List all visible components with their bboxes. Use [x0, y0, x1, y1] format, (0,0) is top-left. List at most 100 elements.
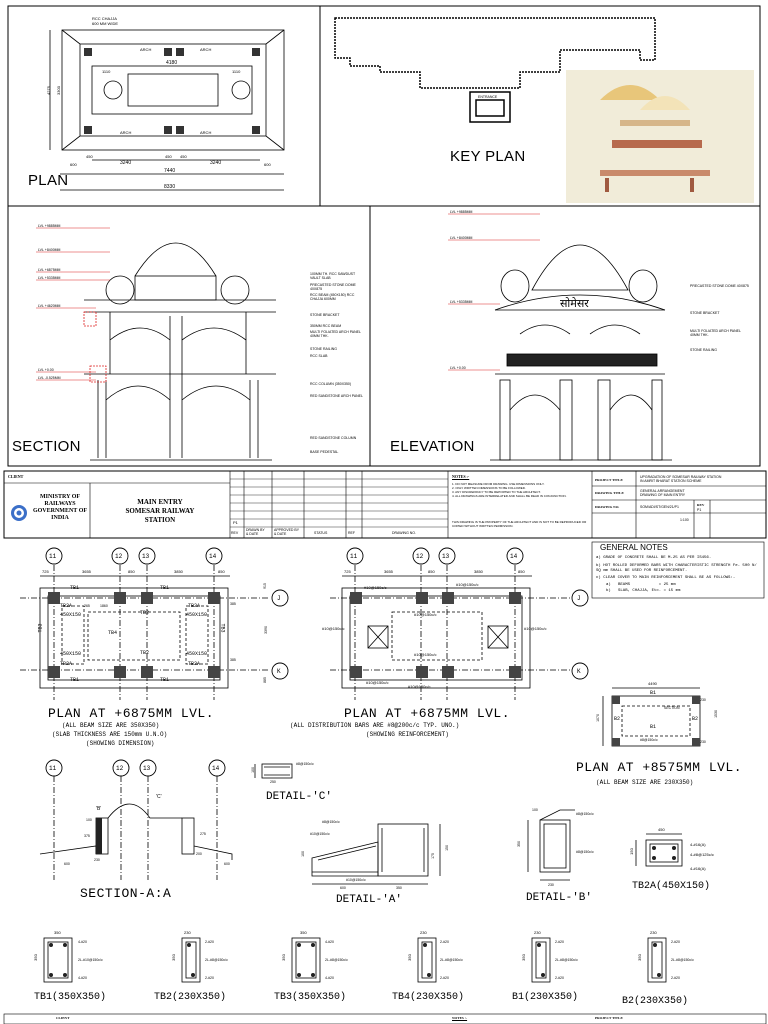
drawing-no: SOM/ADI/ST/GEN/21/P1: [640, 505, 679, 509]
plan3-title: PLAN AT +8575MM LVL.: [576, 760, 743, 775]
dim-label: 1530: [713, 710, 718, 718]
level-label: LVL +8400MM: [450, 236, 473, 240]
dim-label: 3655: [82, 569, 91, 574]
beam-tag: B2: [614, 716, 621, 722]
bar-callout: 2-#20: [440, 976, 449, 980]
dim-label: 350: [636, 954, 642, 961]
beam-tag: TB3: [219, 623, 226, 633]
plan2-grid-bubbles: [346, 547, 589, 680]
grid-label: 13: [142, 553, 150, 560]
bar-callout: #10@150c/c: [322, 626, 345, 631]
bar-callout: #10@150c/c: [346, 878, 366, 882]
detail-b-title: DETAIL-'B': [526, 892, 593, 904]
footer-notes-label: NOTES :-: [452, 1016, 468, 1020]
beam-tag: TB1: [70, 585, 80, 591]
bar-callout: #10@150c/c: [310, 832, 330, 836]
dim-label: 600: [64, 862, 70, 866]
dim-label: 850: [428, 569, 435, 574]
drawing-title: GENERAL ARRANGEMENT DRAWING OF MAIN ENTR…: [640, 489, 686, 497]
section-aa-title: SECTION-A:A: [80, 886, 172, 901]
bar-callout: 4-#20: [78, 976, 87, 980]
dim-label: 265: [84, 604, 90, 608]
plan1-title: PLAN AT +6875MM LVL.: [48, 706, 215, 721]
detail-b-drawing: [527, 809, 575, 881]
grid-row-label: J: [577, 595, 581, 602]
dim-label: 350: [396, 886, 402, 890]
rev-col: REF: [348, 531, 355, 535]
section-title: TB1(350X350): [34, 992, 107, 1003]
grid-row-label: K: [277, 668, 281, 675]
dim-label: 350: [32, 954, 38, 961]
rev-col: STATUS: [314, 531, 328, 535]
dim-label: 600: [224, 862, 230, 866]
section-aa-drawing: [39, 776, 233, 880]
general-note: a) GRADE OF CONCRETE SHALL BE M-25 AS PE…: [596, 556, 712, 560]
dim-label: 150: [628, 848, 634, 855]
dim-label: 100: [300, 851, 305, 857]
grid-label: 13: [143, 765, 151, 772]
beam-tag: TB2A: [60, 603, 73, 609]
dim-label: 725: [344, 569, 351, 574]
section-title: SECTION: [12, 438, 81, 455]
detail-mark: 'C': [156, 794, 162, 800]
dim-label: 350: [170, 954, 176, 961]
bar-callout: #10@150c/c: [414, 612, 437, 617]
grid-label: 14: [212, 765, 220, 772]
grid-label: 12: [416, 553, 424, 560]
bar-callout: #10@150c/c: [524, 626, 547, 631]
dim-label: 3300: [55, 86, 61, 95]
beam-sections: [43, 937, 667, 983]
dim-label: 450: [86, 154, 93, 159]
plan1-sub: (SHOWING DIMENSION): [86, 740, 155, 747]
dim-label: 385: [230, 658, 236, 662]
general-notes-frame: [591, 541, 765, 599]
bar-callout: 4-#20: [325, 940, 334, 944]
grid-label: 12: [115, 553, 123, 560]
plan2-drawing: [330, 565, 570, 700]
beam-tag: B2: [692, 716, 699, 722]
dim-label: 850: [128, 569, 135, 574]
section-note: RCC BEAM (450X150) RCC CHAJJA 600MM: [310, 293, 355, 301]
footer-project-label: PROJECT TITLE: [595, 1016, 623, 1020]
elevation-drawing: [490, 244, 672, 461]
bar-callout: 4-#20: [325, 976, 334, 980]
section-note: PRECASTED STONE DOME 40X875: [310, 283, 356, 291]
dim-label: 725: [42, 569, 49, 574]
dim-label: 100: [250, 767, 255, 773]
project-title-label: PROJECT TITLE: [595, 478, 623, 482]
section-note: RCC COLUMN (350X350): [310, 382, 352, 386]
rev-col: DRAWN BY & DATE: [246, 528, 265, 536]
detail-c-title: DETAIL-'C': [266, 791, 333, 803]
top-sheet-frame: [7, 5, 761, 467]
bar-callout: 2-#20: [440, 940, 449, 944]
bar-callout: 4-#16(A): [690, 866, 706, 871]
box-tag: 450X150: [186, 651, 208, 657]
dim-label: 350: [406, 954, 412, 961]
dim-label: 150: [444, 845, 449, 851]
dim-label: 350: [516, 841, 521, 847]
general-note: b) HOT ROLLED DEFORMED BARS WITH CHARACT…: [596, 564, 757, 573]
title-block-frame: [3, 470, 767, 539]
dim-label: 8330: [164, 184, 176, 190]
dim-label: 4180: [166, 60, 178, 66]
dim-label: 230: [548, 883, 554, 887]
detail-a-title: DETAIL-'A': [336, 894, 403, 906]
bar-callout: 2-#20: [555, 976, 564, 980]
bar-callout: #10@150c/c: [364, 585, 387, 590]
bar-callout: 2-#20: [671, 940, 680, 944]
grid-label: 11: [49, 765, 57, 772]
section-title: TB2(230X350): [154, 992, 227, 1003]
arch-label: ARCH: [120, 130, 132, 135]
grid-label: 14: [510, 553, 518, 560]
drawing-no-label: DRAWING NO.: [595, 505, 620, 509]
plan3-sub: (ALL BEAM SIZE ARE 230X350): [596, 779, 694, 786]
dim-label: 3240: [210, 160, 222, 166]
notes-body: 1. DO NOT MEASURE FROM DRAWING. USE DIME…: [452, 482, 567, 498]
dim-label: 1110: [232, 69, 241, 74]
footer-frame: [3, 1013, 767, 1024]
isometric-render: [566, 70, 754, 203]
dim-label: 450: [180, 154, 187, 159]
beam-tag: B1: [650, 724, 657, 730]
section-note: RCC SLAB: [310, 354, 328, 358]
